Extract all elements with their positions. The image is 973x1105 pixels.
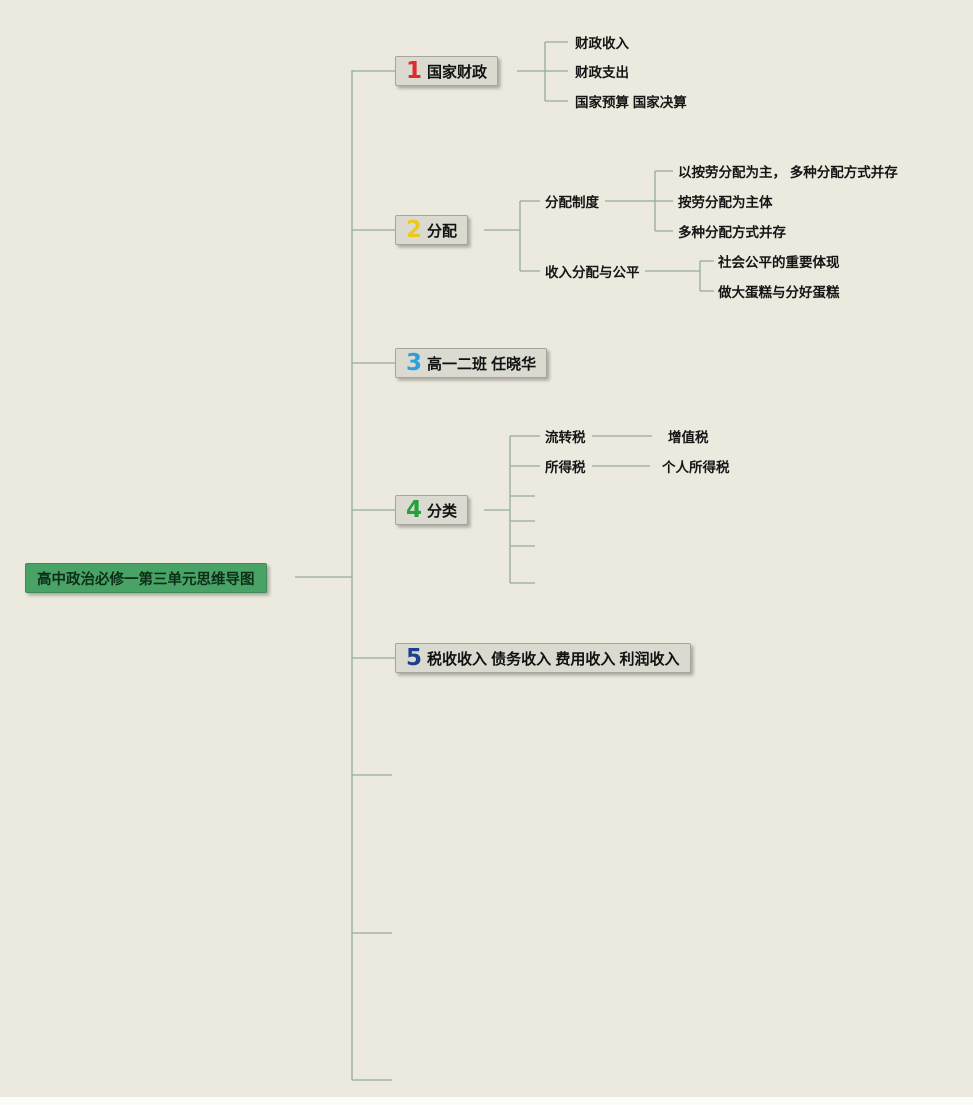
branch-number: 4 bbox=[406, 496, 423, 523]
subtopic-node[interactable]: 多种分配方式并存 bbox=[678, 225, 786, 240]
branch-node-3[interactable]: 3 高一二班 任晓华 bbox=[395, 348, 548, 378]
subtopic-node[interactable]: 财政支出 bbox=[575, 65, 629, 80]
branch-label: 高一二班 任晓华 bbox=[427, 355, 537, 373]
subtopic-node[interactable]: 所得税 bbox=[545, 460, 586, 475]
branch-node-1[interactable]: 1 国家财政 bbox=[395, 56, 499, 86]
branch-number: 3 bbox=[406, 349, 423, 376]
subtopic-node[interactable]: 增值税 bbox=[668, 430, 709, 445]
subtopic-node[interactable]: 按劳分配为主体 bbox=[678, 195, 773, 210]
subtopic-node[interactable]: 个人所得税 bbox=[662, 460, 730, 475]
root-node[interactable]: 高中政治必修一第三单元思维导图 bbox=[25, 563, 267, 593]
subtopic-node[interactable]: 以按劳分配为主， 多种分配方式并存 bbox=[678, 165, 898, 180]
branch-number: 2 bbox=[406, 216, 423, 243]
subtopic-node[interactable]: 社会公平的重要体现 bbox=[718, 255, 840, 270]
subtopic-node[interactable]: 流转税 bbox=[545, 430, 586, 445]
subtopic-node[interactable]: 做大蛋糕与分好蛋糕 bbox=[718, 285, 840, 300]
branch-label: 国家财政 bbox=[427, 63, 488, 81]
branch-label: 税收收入 债务收入 费用收入 利润收入 bbox=[427, 650, 680, 668]
subtopic-node[interactable]: 收入分配与公平 bbox=[545, 265, 640, 280]
branch-label: 分类 bbox=[427, 502, 458, 520]
branch-node-4[interactable]: 4 分类 bbox=[395, 495, 469, 525]
branch-node-2[interactable]: 2 分配 bbox=[395, 215, 469, 245]
canvas-bottom-edge bbox=[0, 1097, 973, 1105]
branch-node-5[interactable]: 5 税收收入 债务收入 费用收入 利润收入 bbox=[395, 643, 691, 673]
root-label: 高中政治必修一第三单元思维导图 bbox=[37, 571, 255, 588]
subtopic-node[interactable]: 分配制度 bbox=[545, 195, 599, 210]
branch-number: 1 bbox=[406, 57, 423, 84]
branch-number: 5 bbox=[406, 644, 423, 671]
subtopic-node[interactable]: 国家预算 国家决算 bbox=[575, 95, 687, 110]
branch-label: 分配 bbox=[427, 222, 458, 240]
subtopic-node[interactable]: 财政收入 bbox=[575, 36, 629, 51]
